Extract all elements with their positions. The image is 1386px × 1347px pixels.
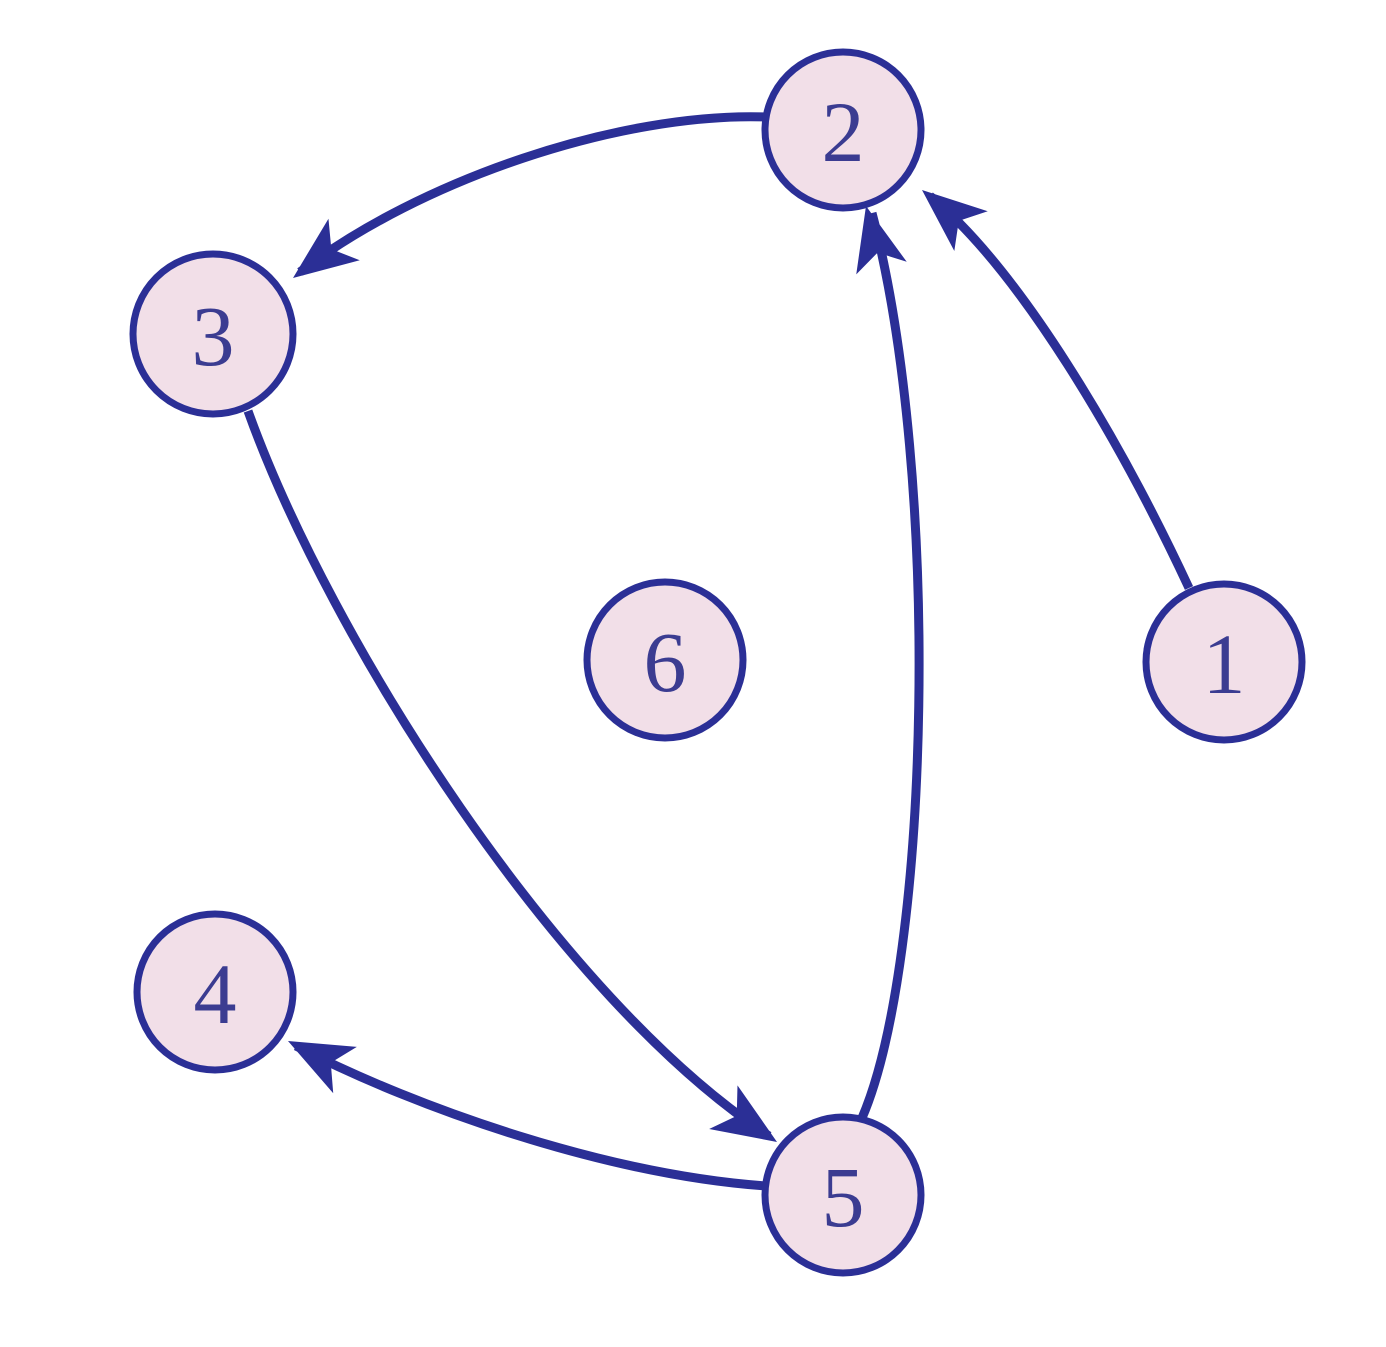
graph-edge [243,409,772,1140]
graph-node-3[interactable]: 3 [129,250,297,418]
nodes-layer: 1 2 3 4 5 6 [129,48,1306,1277]
node-label: 1 [1203,616,1246,712]
arrowheads-layer [288,190,988,1142]
node-circle[interactable] [761,1113,925,1277]
edges-layer [243,112,1194,1191]
node-circle[interactable] [761,48,925,212]
arrowhead-icon [709,1085,777,1142]
graph-node-4[interactable]: 4 [133,910,297,1074]
graph-node-1[interactable]: 1 [1142,580,1306,744]
node-label: 4 [194,946,237,1042]
graph-edge [857,211,924,1120]
graph-node-6[interactable]: 6 [583,578,747,742]
graph-node-2[interactable]: 2 [761,48,925,212]
arrowhead-icon [922,190,988,252]
node-circle[interactable] [1142,580,1306,744]
arrowhead-icon [293,218,360,278]
graph-edge [293,1042,767,1191]
node-circle[interactable] [129,250,297,418]
node-label: 3 [192,288,235,384]
arrowhead-icon [288,1041,357,1094]
node-circle[interactable] [133,910,297,1074]
node-label: 6 [644,614,687,710]
graph-node-5[interactable]: 5 [761,1113,925,1277]
node-label: 2 [822,84,865,180]
node-label: 5 [822,1149,865,1245]
graph-edge [927,192,1194,590]
node-circle[interactable] [583,578,747,742]
arrowhead-icon [856,206,907,275]
graph-edge [297,112,767,276]
